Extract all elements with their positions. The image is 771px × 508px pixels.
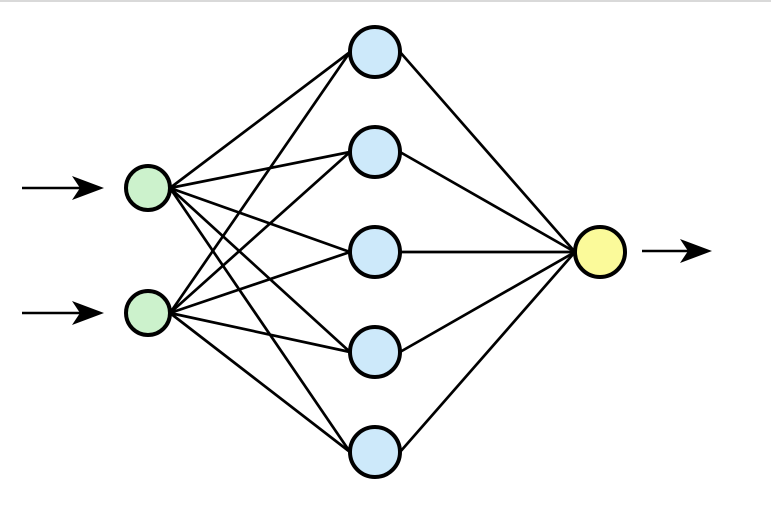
edge-h2-o1 bbox=[399, 150, 576, 254]
edge-i2-h1 bbox=[168, 51, 352, 314]
edge-i2-h5 bbox=[169, 311, 351, 454]
edge-i2-h2 bbox=[169, 150, 351, 315]
output-arrow-head-icon bbox=[680, 239, 712, 263]
hidden-node-h4 bbox=[348, 325, 402, 379]
hidden-node-h1 bbox=[348, 25, 402, 79]
edge-h4-o1 bbox=[399, 250, 576, 354]
input-node-i2 bbox=[124, 289, 172, 337]
input-arrow-2-head-icon bbox=[72, 301, 104, 325]
hidden-node-h3 bbox=[348, 225, 402, 279]
hidden-node-h2 bbox=[348, 125, 402, 179]
edge-h5-o1 bbox=[398, 251, 577, 453]
edge-i1-h5 bbox=[168, 187, 352, 453]
output-node-o1 bbox=[573, 225, 627, 279]
input-node-i1 bbox=[124, 164, 172, 212]
edge-i2-h3 bbox=[169, 250, 351, 315]
edge-i2-h4 bbox=[169, 311, 351, 354]
top-edge-line bbox=[0, 0, 771, 2]
edge-i1-h3 bbox=[169, 186, 351, 254]
edge-h1-o1 bbox=[398, 51, 577, 253]
input-arrow-1-head-icon bbox=[72, 176, 104, 200]
edge-i1-h4 bbox=[169, 187, 351, 353]
edge-i1-h1 bbox=[169, 50, 351, 190]
edge-i1-h2 bbox=[169, 150, 351, 190]
hidden-node-h5 bbox=[348, 425, 402, 479]
